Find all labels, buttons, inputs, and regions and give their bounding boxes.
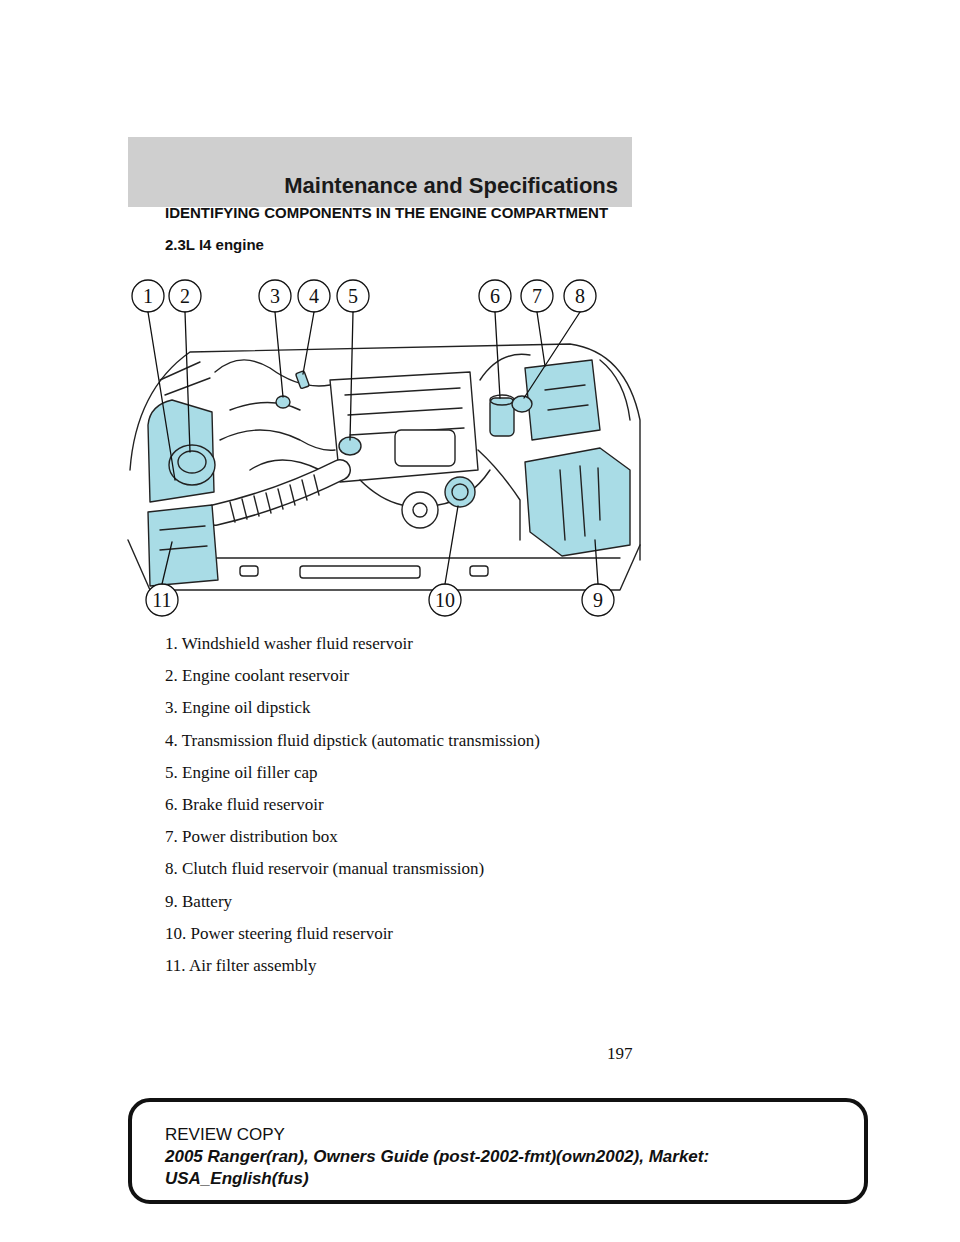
callout-number: 11 xyxy=(146,589,178,611)
callout-number: 7 xyxy=(521,285,553,307)
component-list-item: 9. Battery xyxy=(165,892,232,912)
component-list-item: 1. Windshield washer fluid reservoir xyxy=(165,634,413,654)
section-header-band: Maintenance and Specifications xyxy=(128,137,632,207)
component-list-item: 4. Transmission fluid dipstick (automati… xyxy=(165,731,540,751)
callout-number: 8 xyxy=(564,285,596,307)
component-list-item: 8. Clutch fluid reservoir (manual transm… xyxy=(165,859,484,879)
component-list-item: 10. Power steering fluid reservoir xyxy=(165,924,393,944)
component-list-item: 7. Power distribution box xyxy=(165,827,338,847)
review-copy-box: REVIEW COPY2005 Ranger(ran), Owners Guid… xyxy=(128,1098,868,1204)
callout-number: 4 xyxy=(298,285,330,307)
callout-number: 3 xyxy=(259,285,291,307)
component-list-item: 6. Brake fluid reservoir xyxy=(165,795,324,815)
callout-number: 2 xyxy=(169,285,201,307)
box-text: Maintenance and Specifications xyxy=(284,173,618,199)
engine-subtitle: 2.3L I4 engine xyxy=(165,236,264,254)
box-text: REVIEW COPY xyxy=(165,1124,755,1146)
component-list-item: 2. Engine coolant reservoir xyxy=(165,666,349,686)
callout-number: 10 xyxy=(429,589,461,611)
page-number: 197 xyxy=(607,1044,633,1064)
callout-number: 6 xyxy=(479,285,511,307)
box-text: 2005 Ranger(ran), Owners Guide (post-200… xyxy=(165,1146,755,1190)
callout-number: 9 xyxy=(582,589,614,611)
component-list-item: 11. Air filter assembly xyxy=(165,956,316,976)
callout-number: 1 xyxy=(132,285,164,307)
callout-number: 5 xyxy=(337,285,369,307)
component-list-item: 5. Engine oil filler cap xyxy=(165,763,317,783)
component-list-item: 3. Engine oil dipstick xyxy=(165,698,310,718)
